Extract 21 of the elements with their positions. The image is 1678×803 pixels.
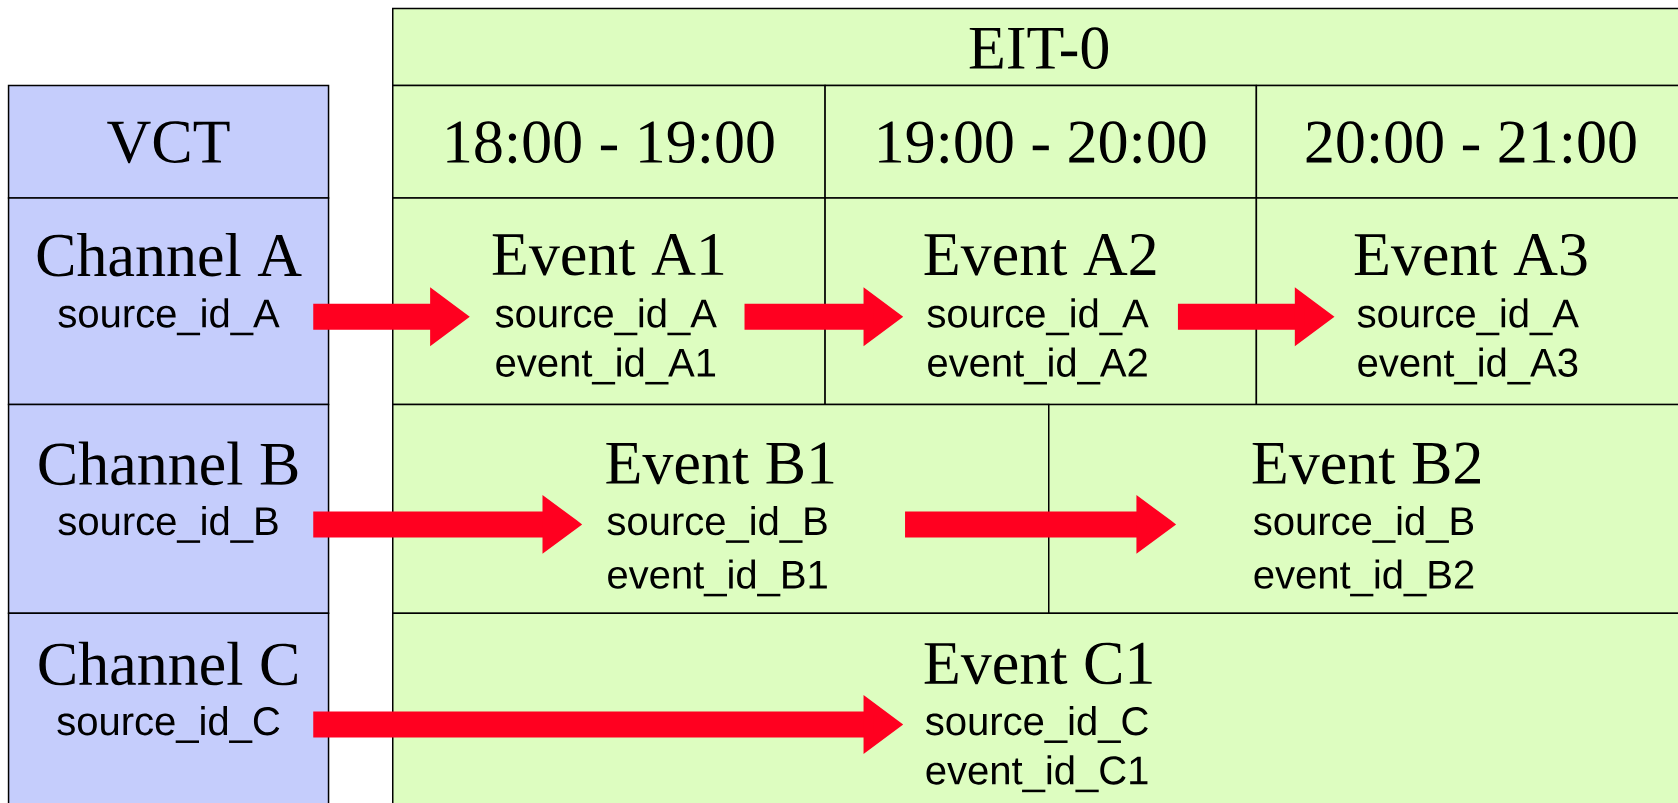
node-label: Event B2 [1252,442,1480,485]
header-cell: 18:00 - 19:00 [392,84,826,199]
node-label: event_id_A3 [1358,347,1578,385]
event-cell: Event C1 source_id_C event_id_C1 [392,612,1678,803]
header-cell: VCT [7,84,330,199]
event-cell: Event A1 source_id_A event_id_A1 [392,197,826,406]
event-cell: Event A2 source_id_A event_id_A2 [824,197,1258,406]
event-cell: Event B2 source_id_B event_id_B2 [1048,403,1678,614]
node-label: event_id_B2 [1254,559,1474,597]
node-label: source_id_A [1357,298,1579,336]
node-label: 20:00 - 21:00 [1306,121,1636,164]
node-label: EIT-0 [969,27,1109,70]
node-label: Event A3 [1354,233,1587,276]
event-cell: Event A3 source_id_A event_id_A3 [1255,197,1678,406]
channel-cell: Channel B source_id_B [7,403,330,614]
node-label: source_id_B [1253,505,1474,543]
channel-cell: Channel C source_id_C [7,612,330,803]
channel-cell: Channel A source_id_A [7,197,330,406]
event-cell: Event B1 source_id_B event_id_B1 [392,403,1050,614]
header-cell: 19:00 - 20:00 [824,84,1258,199]
header-cell: 20:00 - 21:00 [1255,84,1678,199]
